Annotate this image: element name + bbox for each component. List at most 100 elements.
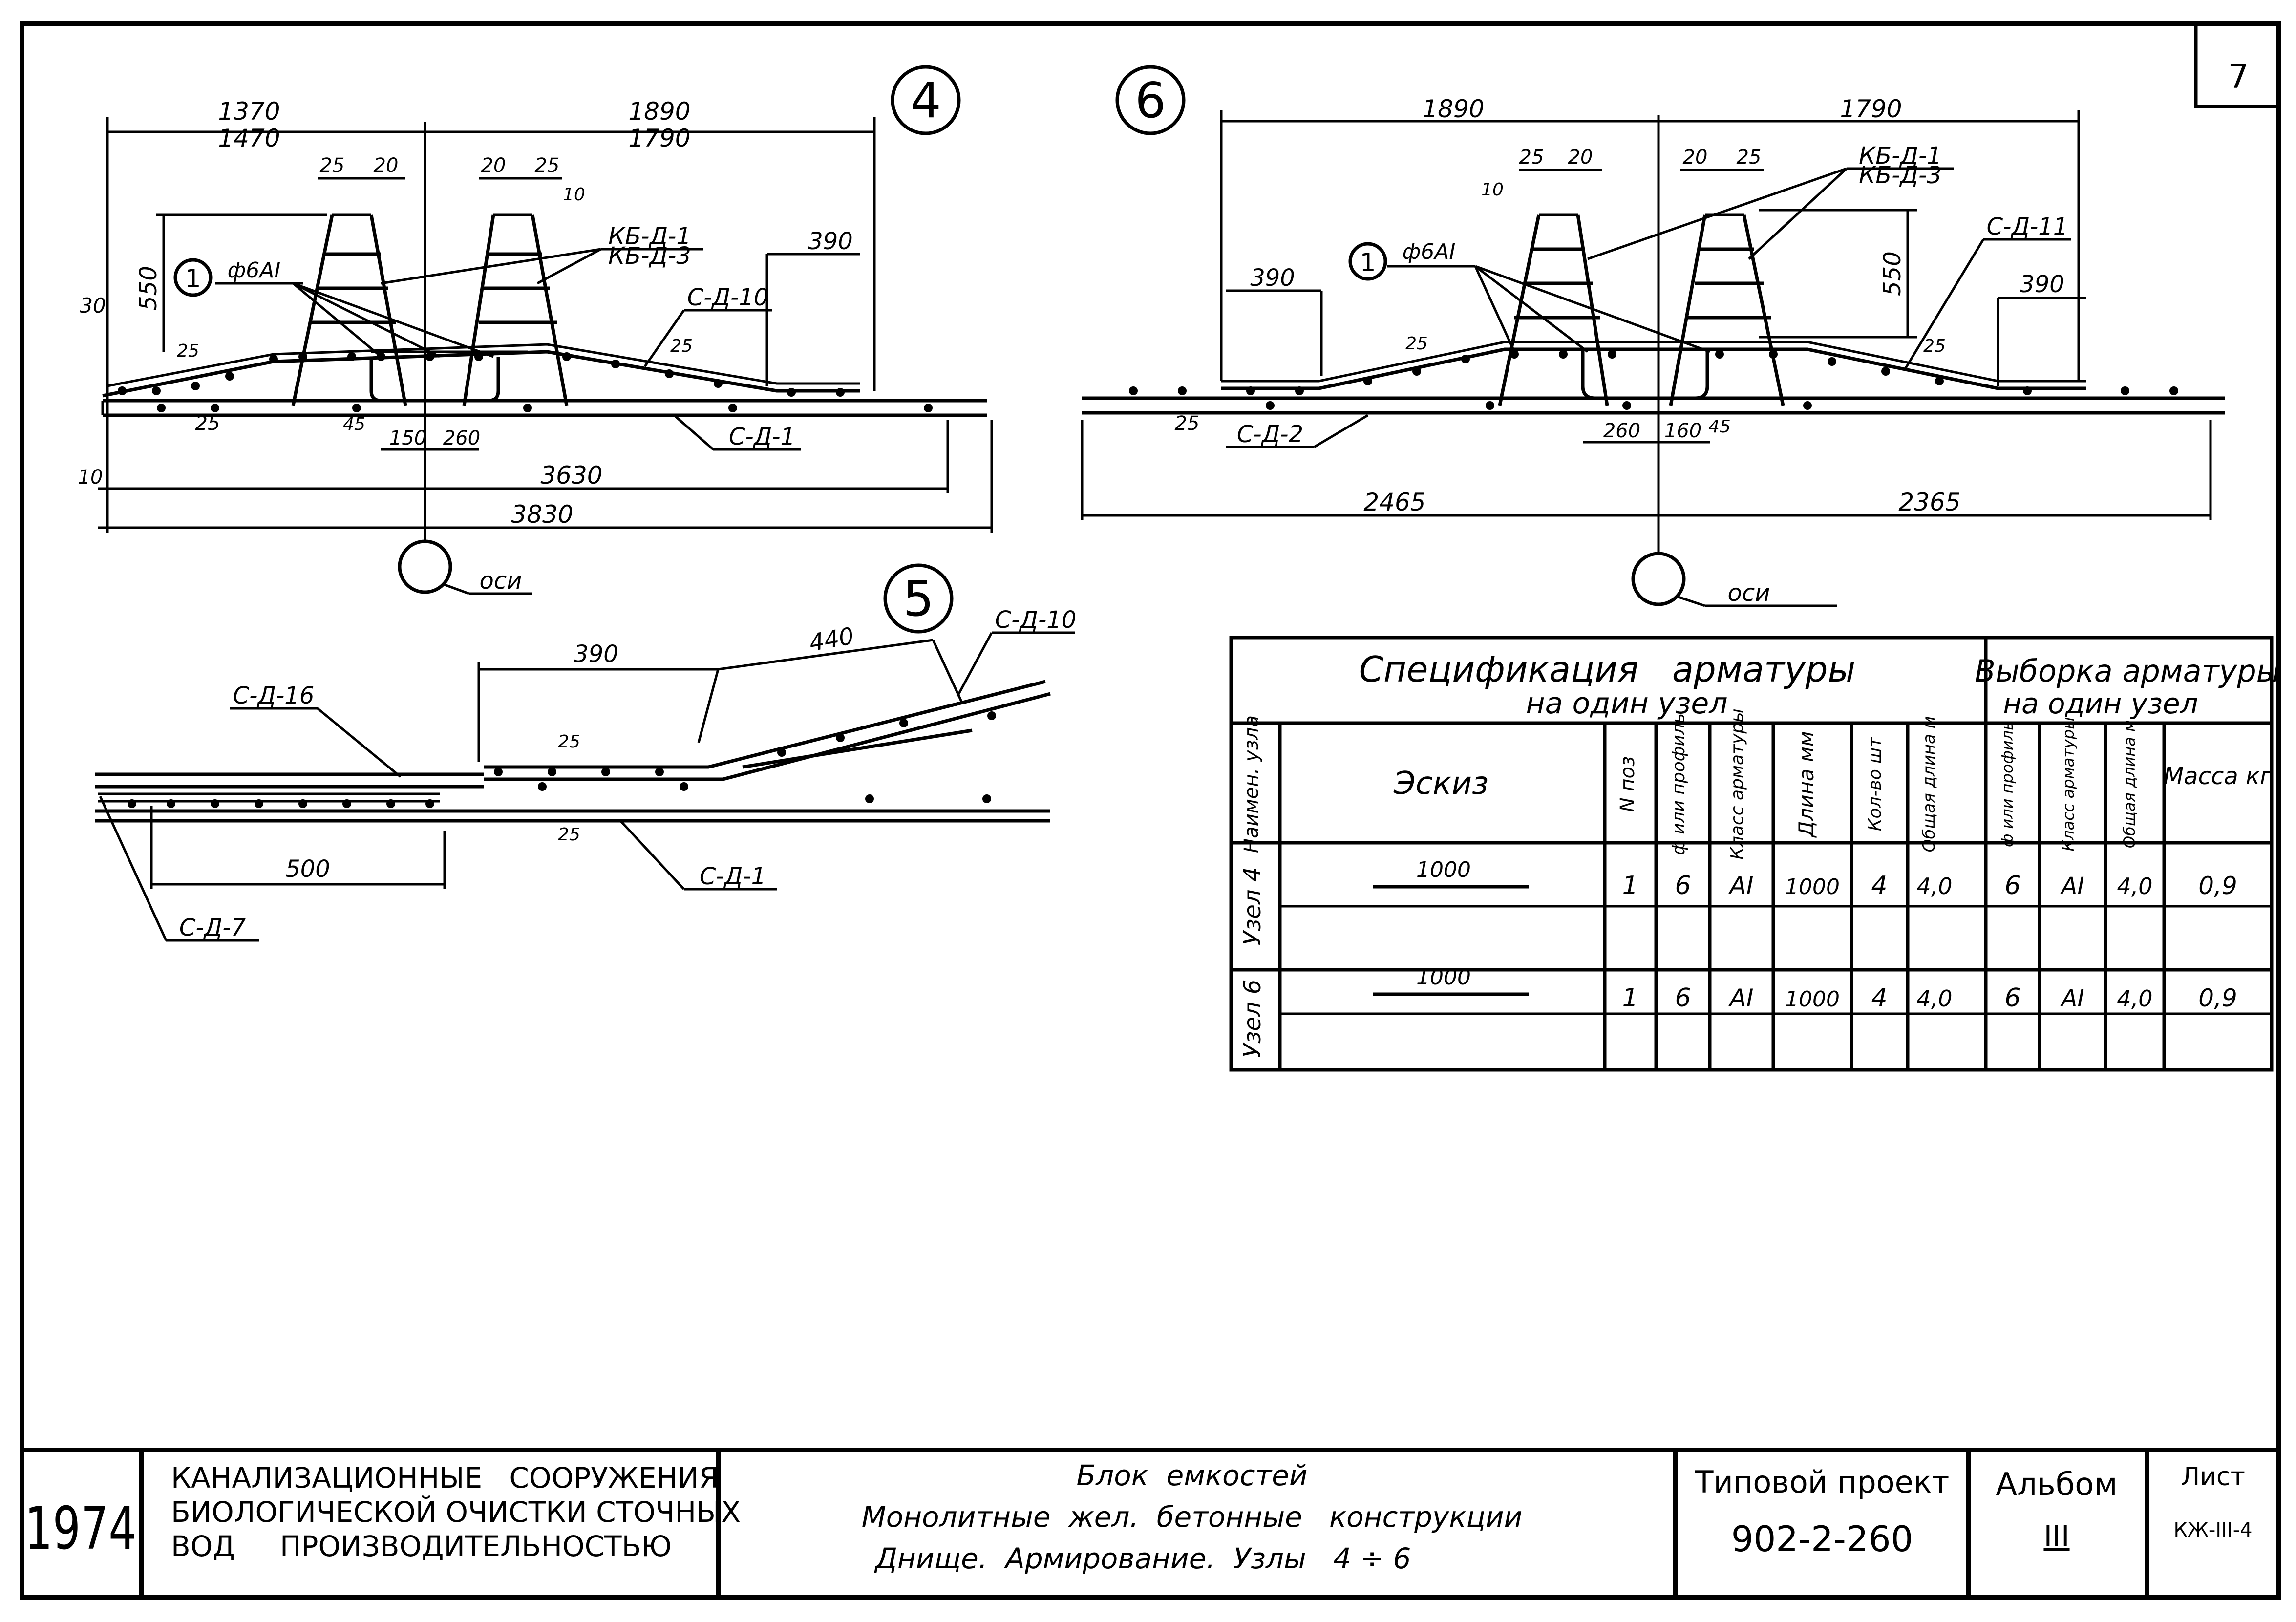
org-line-2: БИОЛОГИЧЕСКОЙ ОЧИСТКИ СТОЧНЫХ bbox=[171, 1495, 741, 1529]
subject-line-1: Блок емкостей bbox=[1076, 1459, 1307, 1492]
row1-dia: 6 bbox=[1675, 871, 1691, 900]
n6-dim-right-top: 1790 bbox=[1840, 95, 1902, 123]
subject-line-3: Днище. Армирование. Узлы 4 ÷ 6 bbox=[874, 1542, 1411, 1575]
selection-title-2: на один узел bbox=[2003, 687, 2198, 720]
n4-dim-10: 10 bbox=[563, 185, 585, 205]
row1-sel-class: АI bbox=[2060, 873, 2084, 900]
n4-dim-260: 260 bbox=[443, 427, 480, 449]
sheet-label: Лист bbox=[2181, 1462, 2245, 1492]
n6-callout-num: 1 bbox=[1360, 248, 1376, 277]
n6-bar-dia: ф6АI bbox=[1403, 239, 1456, 264]
n5-mesh-d: С-Д-7 bbox=[179, 914, 246, 941]
n4-frame-label-2: КБ-Д-3 bbox=[608, 242, 691, 270]
sheet-number: 7 bbox=[2228, 58, 2249, 96]
n6-mesh-top: С-Д-11 bbox=[1987, 213, 2068, 240]
n6-dim-160: 160 bbox=[1664, 420, 1701, 442]
n4-bar-dia: ф6АI bbox=[228, 258, 281, 283]
node-5-drawing: 5 390 440 С-Д-10 bbox=[95, 563, 1077, 942]
n6-dim-25-right: 25 bbox=[1923, 336, 1946, 356]
n6-frame-label-1: КБ-Д-1 bbox=[1859, 142, 1942, 170]
node-5-marker bbox=[883, 563, 954, 634]
title-block: 1974 КАНАЛИЗАЦИОННЫЕ СООРУЖЕНИЯ БИОЛОГИЧ… bbox=[24, 1450, 2253, 1598]
n4-dim-25b: 25 bbox=[535, 154, 560, 177]
n4-dim-150: 150 bbox=[389, 427, 426, 449]
row2-sel-total: 4,0 bbox=[2117, 985, 2152, 1012]
n6-dim-390-left: 390 bbox=[1250, 264, 1295, 292]
hdr-pos: N поз bbox=[1616, 756, 1639, 812]
node-4-drawing: 4 1370 1470 1890 1790 25 20 20 25 10 550… bbox=[78, 65, 993, 595]
row2-sel-dia: 6 bbox=[2004, 983, 2020, 1013]
selection-title-1: Выборка арматуры bbox=[1975, 653, 2280, 689]
n4-dim-total-outer: 3830 bbox=[511, 500, 573, 529]
n5-dim-390: 390 bbox=[574, 640, 618, 668]
row1-mass: 0,9 bbox=[2198, 872, 2237, 900]
row2-class: АI bbox=[1728, 984, 1754, 1012]
n6-dim-550: 550 bbox=[1879, 251, 1906, 296]
n6-dim-left-total: 2465 bbox=[1363, 488, 1425, 516]
project-number: 902-2-260 bbox=[1731, 1518, 1913, 1559]
row1-length: 1000 bbox=[1785, 875, 1840, 899]
n4-dim-total-inner: 3630 bbox=[540, 461, 602, 490]
hdr-mass: Масса кг bbox=[2164, 763, 2273, 790]
n6-dim-25-left: 25 bbox=[1405, 334, 1428, 354]
row2-pos: 1 bbox=[1622, 983, 1638, 1013]
n6-dim-25b: 25 bbox=[1737, 146, 1762, 169]
row1-sketch-len: 1000 bbox=[1416, 857, 1471, 882]
sheet-code: КЖ-III-4 bbox=[2173, 1519, 2252, 1541]
hdr-dia: ф или профиль bbox=[1669, 713, 1689, 855]
n6-axis-label: оси bbox=[1728, 579, 1770, 607]
n4-dim-10b: 10 bbox=[78, 466, 103, 489]
n5-mesh-c: С-Д-1 bbox=[700, 863, 766, 890]
row2-dia: 6 bbox=[1675, 983, 1691, 1013]
n4-dim-left-top: 1370 bbox=[218, 97, 280, 126]
n4-mesh-bottom: С-Д-1 bbox=[729, 423, 795, 450]
row2-sketch-len: 1000 bbox=[1416, 965, 1471, 990]
n4-dim-30: 30 bbox=[80, 294, 106, 318]
n4-axis-label: оси bbox=[480, 567, 522, 595]
node-6-label: 6 bbox=[1135, 72, 1166, 129]
hdr-sel-class: Класс арматуры bbox=[2059, 717, 2078, 852]
node-4-marker bbox=[891, 65, 961, 135]
org-line-1: КАНАЛИЗАЦИОННЫЕ СООРУЖЕНИЯ bbox=[171, 1461, 719, 1494]
n4-dim-20a: 20 bbox=[374, 154, 399, 177]
n5-dim-500: 500 bbox=[285, 855, 330, 883]
n4-mesh-top: С-Д-10 bbox=[687, 284, 769, 311]
org-line-3: ВОД ПРОИЗВОДИТЕЛЬНОСТЬЮ bbox=[171, 1530, 672, 1563]
n4-dim-25-bottom: 25 bbox=[195, 412, 220, 435]
n4-dim-25-left: 25 bbox=[177, 341, 199, 361]
row1-total: 4,0 bbox=[1916, 873, 1952, 899]
album-label: Альбом bbox=[1996, 1467, 2117, 1503]
n5-mesh-a: С-Д-10 bbox=[995, 606, 1077, 634]
project-label: Типовой проект bbox=[1695, 1464, 1950, 1500]
table-row: Узел 4 1000 1 6 АI 1000 4 4,0 6 АI 4,0 0… bbox=[1239, 857, 2237, 945]
node-6-marker bbox=[1115, 65, 1186, 135]
n6-frame-left bbox=[1498, 213, 1609, 406]
node-4-label: 4 bbox=[910, 72, 941, 129]
row1-class: АI bbox=[1728, 872, 1754, 900]
subject-line-2: Монолитные жел. бетонные конструкции bbox=[862, 1500, 1523, 1534]
n4-dim-25-right: 25 bbox=[670, 336, 693, 356]
n5-mesh-b: С-Д-16 bbox=[233, 682, 315, 709]
n6-dim-20a: 20 bbox=[1568, 146, 1593, 169]
album-number: III bbox=[2043, 1519, 2069, 1554]
hdr-qty: Кол-во шт bbox=[1865, 737, 1885, 831]
row2-sel-class: АI bbox=[2060, 985, 2084, 1012]
n6-dim-left-top: 1890 bbox=[1422, 95, 1484, 123]
n4-frame-right bbox=[462, 213, 569, 406]
spec-table: Спецификация арматуры на один узел Выбор… bbox=[1229, 636, 2280, 1072]
n4-dim-390: 390 bbox=[808, 228, 853, 255]
hdr-sel-total: Общая длина м bbox=[2120, 720, 2139, 848]
n6-dim-20b: 20 bbox=[1683, 146, 1708, 169]
row2-total: 4,0 bbox=[1916, 985, 1952, 1012]
n4-dim-20b: 20 bbox=[481, 154, 506, 177]
n5-bar-dots bbox=[128, 711, 996, 808]
n4-frame-left bbox=[291, 213, 407, 406]
hdr-node-name: Наимен. узла bbox=[1240, 715, 1263, 853]
sheet-frame bbox=[20, 21, 2281, 1600]
hdr-sketch: Эскиз bbox=[1393, 766, 1488, 802]
n6-dim-260: 260 bbox=[1603, 420, 1640, 442]
n6-bar-dots bbox=[1129, 350, 2178, 410]
row1-sel-dia: 6 bbox=[2004, 871, 2020, 900]
n4-dim-right-top: 1890 bbox=[628, 97, 690, 126]
row1-node: Узел 4 bbox=[1239, 867, 1266, 946]
